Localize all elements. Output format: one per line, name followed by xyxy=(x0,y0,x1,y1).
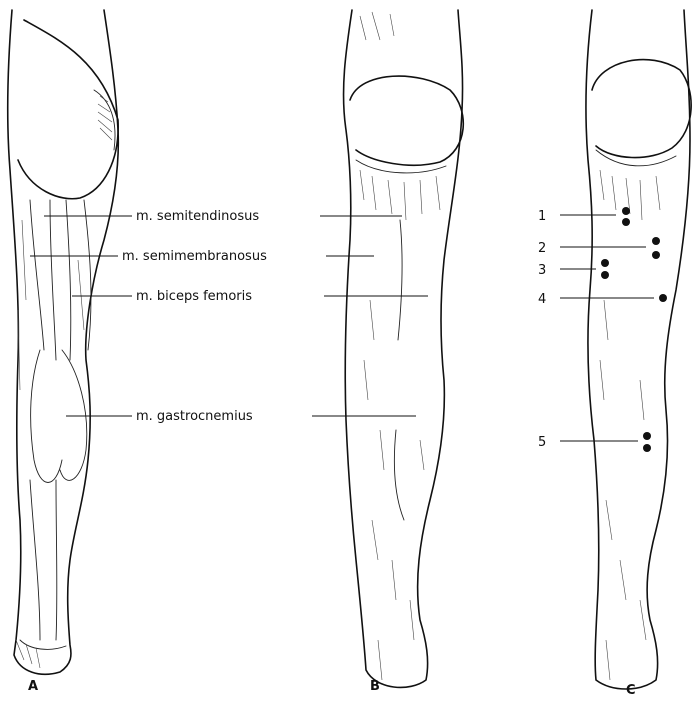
label-gastrocnemius: m. gastrocnemius xyxy=(136,409,253,424)
point-3-dot-b xyxy=(601,271,609,279)
point-2-dot-b xyxy=(652,251,660,259)
label-semimembranosus: m. semimembranosus xyxy=(122,249,267,264)
panel-label-b: B xyxy=(370,679,380,694)
point-label-3: 3 xyxy=(538,263,546,278)
leg-figure-c xyxy=(586,10,691,689)
label-biceps-femoris: m. biceps femoris xyxy=(136,289,252,304)
point-label-4: 4 xyxy=(538,292,546,307)
panel-label-c: C xyxy=(626,683,636,698)
point-5-dot-a xyxy=(643,432,651,440)
point-label-1: 1 xyxy=(538,209,546,224)
panel-letters: A B C xyxy=(28,679,636,698)
point-label-5: 5 xyxy=(538,435,546,450)
label-semitendinosus: m. semitendinosus xyxy=(136,209,259,224)
point-3-dot-a xyxy=(601,259,609,267)
panel-label-a: A xyxy=(28,679,38,694)
point-1-dot-b xyxy=(622,218,630,226)
point-label-2: 2 xyxy=(538,241,546,256)
leg-figure-b xyxy=(344,10,464,687)
point-2-dot-a xyxy=(652,237,660,245)
leg-figure-a xyxy=(8,10,118,674)
point-1-dot-a xyxy=(622,207,630,215)
acupoint-markers: 1 2 3 4 5 xyxy=(538,207,667,452)
point-5-dot-b xyxy=(643,444,651,452)
point-4-dot xyxy=(659,294,667,302)
